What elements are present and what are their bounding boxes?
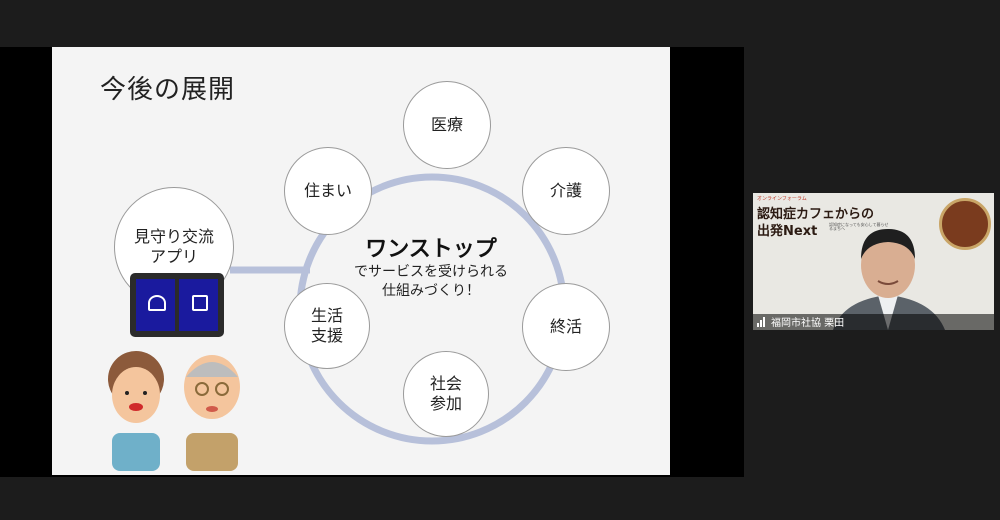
banner-title-line1: 認知症カフェからの <box>757 207 875 222</box>
node-medical: 医療 <box>403 81 491 169</box>
people-icon <box>192 295 208 311</box>
signal-bars-icon <box>757 323 759 327</box>
tablet-icon <box>130 273 224 337</box>
center-subtitle-2: 仕組みづくり！ <box>382 283 480 299</box>
cafe-logo-icon <box>939 198 991 250</box>
elderly-man-icon <box>184 355 240 471</box>
node-care: 介護 <box>522 147 610 235</box>
elderly-woman-icon <box>108 351 164 471</box>
node-life-support: 生活 支援 <box>284 283 370 369</box>
tablet-screen-right <box>179 279 218 331</box>
center-title: ワンストップ <box>365 237 497 262</box>
center-subtitle-1: でサービスを受けられる <box>354 264 508 280</box>
banner-small-text: オンラインフォーラム <box>757 196 807 202</box>
node-social-participation: 社会 参加 <box>403 351 489 437</box>
node-housing: 住まい <box>284 147 372 235</box>
people-icon <box>148 295 166 311</box>
banner-title-line2: 出発Next <box>757 224 818 239</box>
shared-slide: 今後の展開 ワンストップ でサービスを受けられる 仕組みづくり！ .center… <box>52 47 670 475</box>
participant-name: 福岡市社協 栗田 <box>771 318 845 329</box>
participant-video-tile[interactable]: オンラインフォーラム 認知症カフェからの 出発Next 認知症になっても安心して… <box>753 193 994 330</box>
slide-title: 今後の展開 <box>100 75 236 105</box>
elderly-couple-illustration <box>108 351 240 471</box>
node-endoflife: 終活 <box>522 283 610 371</box>
participant-name-bar: 福岡市社協 栗田 <box>753 314 994 330</box>
banner-note: 認知症になっても安心して暮らせるまちへ <box>829 222 889 232</box>
person-video <box>833 229 945 330</box>
